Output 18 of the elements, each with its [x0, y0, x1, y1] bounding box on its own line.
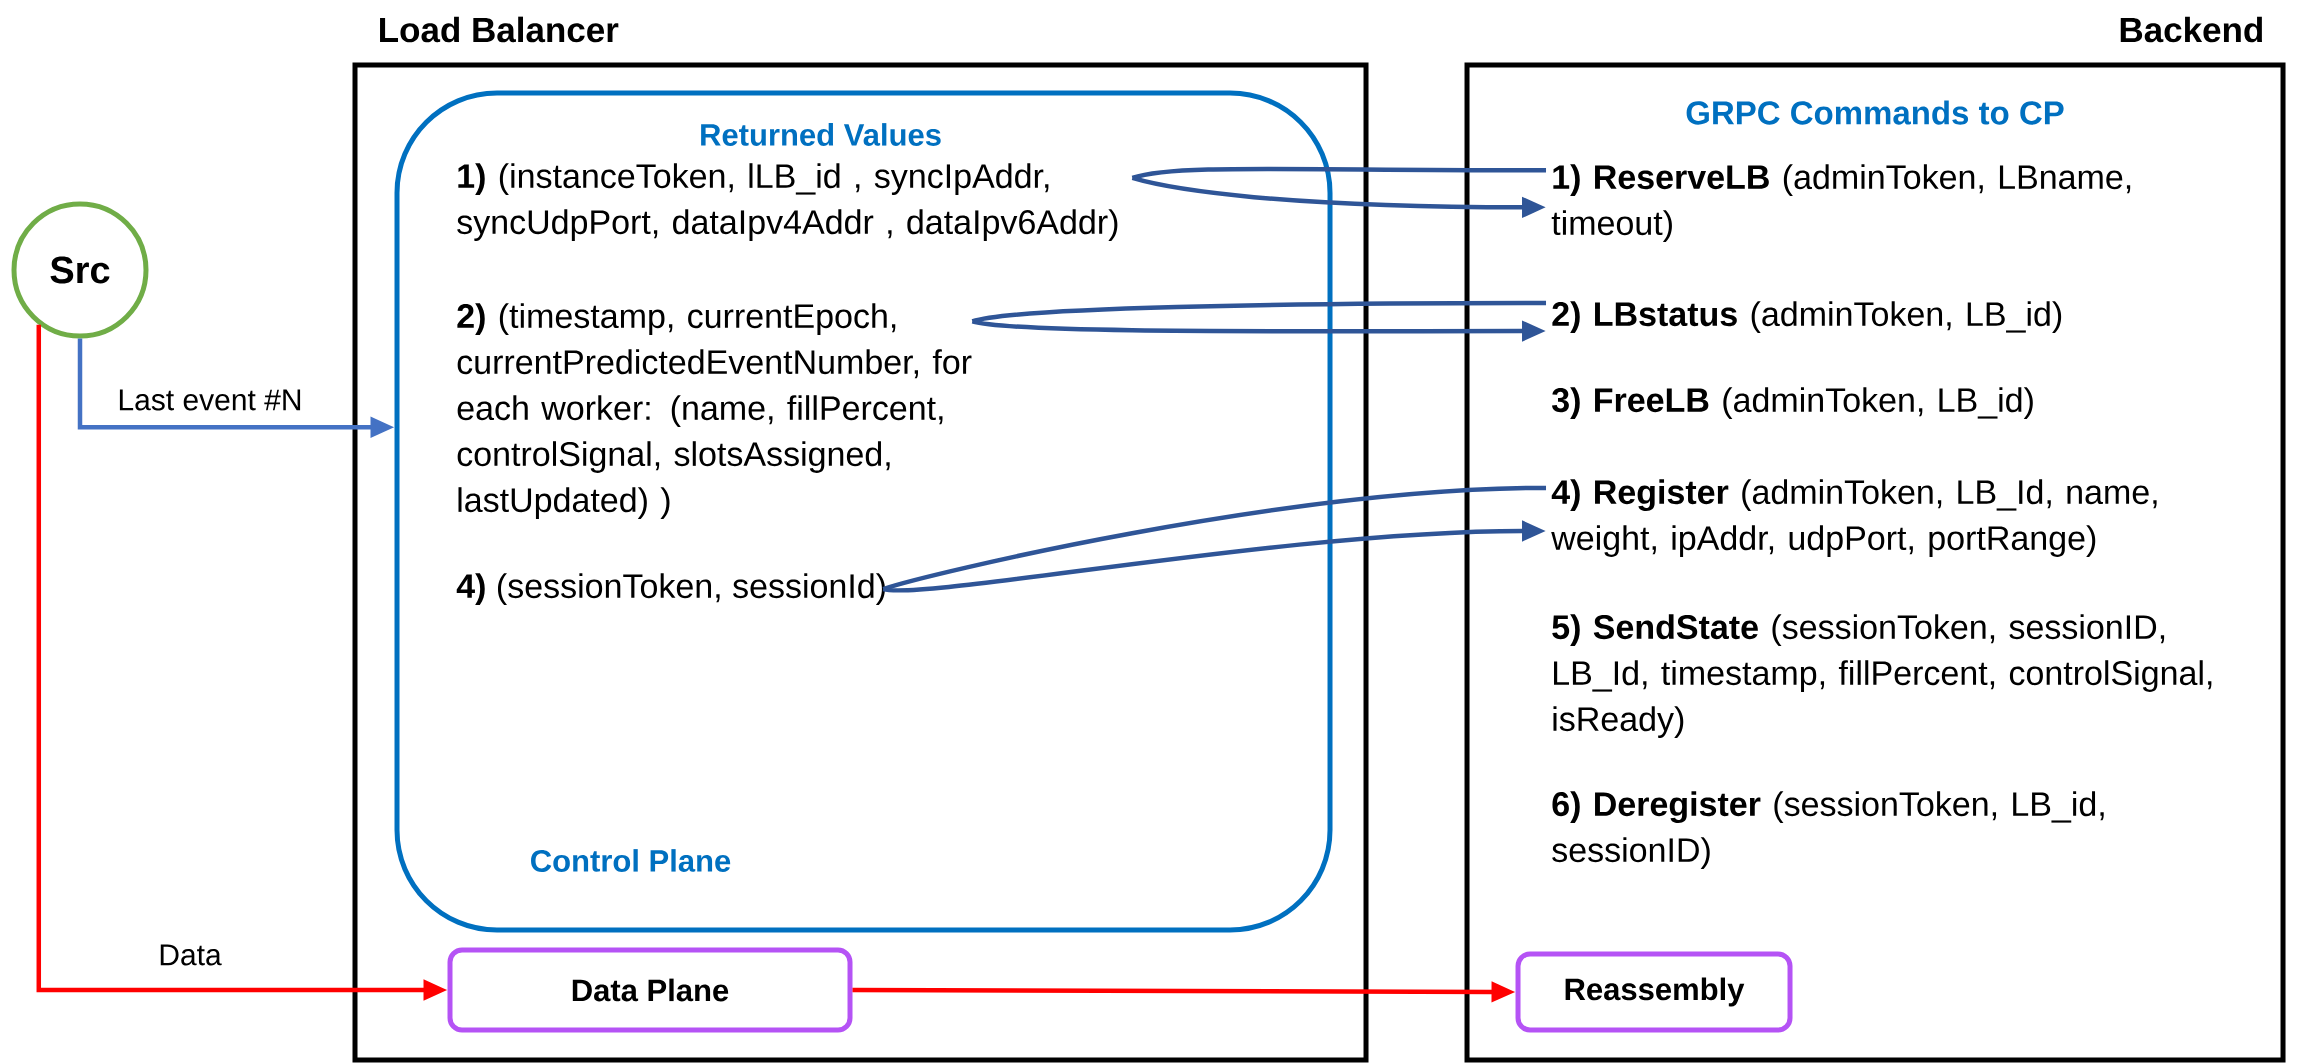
- command-text: 4) Register (adminToken, LB_Id, name, weight, ipAddr, udpPort, portRange): [1551, 479, 2157, 557]
- command-text: 2) LBstatus (adminToken, LB_id): [1552, 301, 2062, 333]
- section-heading: GRPC Commands to CP: [1686, 100, 2064, 125]
- returned-value-text: 1) (instanceToken, lLB_id , syncIpAddr, syncUdpPort, dataIpv4Addr , dataIpv6Addr): [457, 163, 1118, 241]
- edge-label: Last event #N: [115, 387, 305, 413]
- command-text: 6) Deregister (sessionToken, LB_id, sessionID): [1552, 791, 2104, 869]
- returned-value-text: 4) (sessionToken, sessionId): [456, 573, 885, 605]
- command-text: 1) ReserveLB (adminToken, LBname, timeout): [1551, 164, 2131, 242]
- returned-value-text: 2) (timestamp, currentEpoch, currentPredictedEventNumber, for each worker: (name, fillPercent, controlSignal, slotsAssigned, lastUpdated) ): [457, 303, 972, 519]
- section-heading: Returned Values: [701, 123, 941, 146]
- edge-label: Data: [156, 942, 224, 968]
- command-text: 3) FreeLB (adminToken, LB_id): [1552, 387, 2033, 419]
- process-box: Data Plane: [447, 947, 853, 1033]
- section-label: Control Plane: [531, 849, 731, 872]
- command-text: 5) SendState (sessionToken, sessionID, LB_Id, timestamp, fillPercent, controlSignal, isReady): [1552, 614, 2212, 738]
- box-heading: Load Balancer: [380, 16, 619, 43]
- box-heading: Backend: [2120, 16, 2262, 43]
- process-box: Reassembly: [1515, 951, 1793, 1033]
